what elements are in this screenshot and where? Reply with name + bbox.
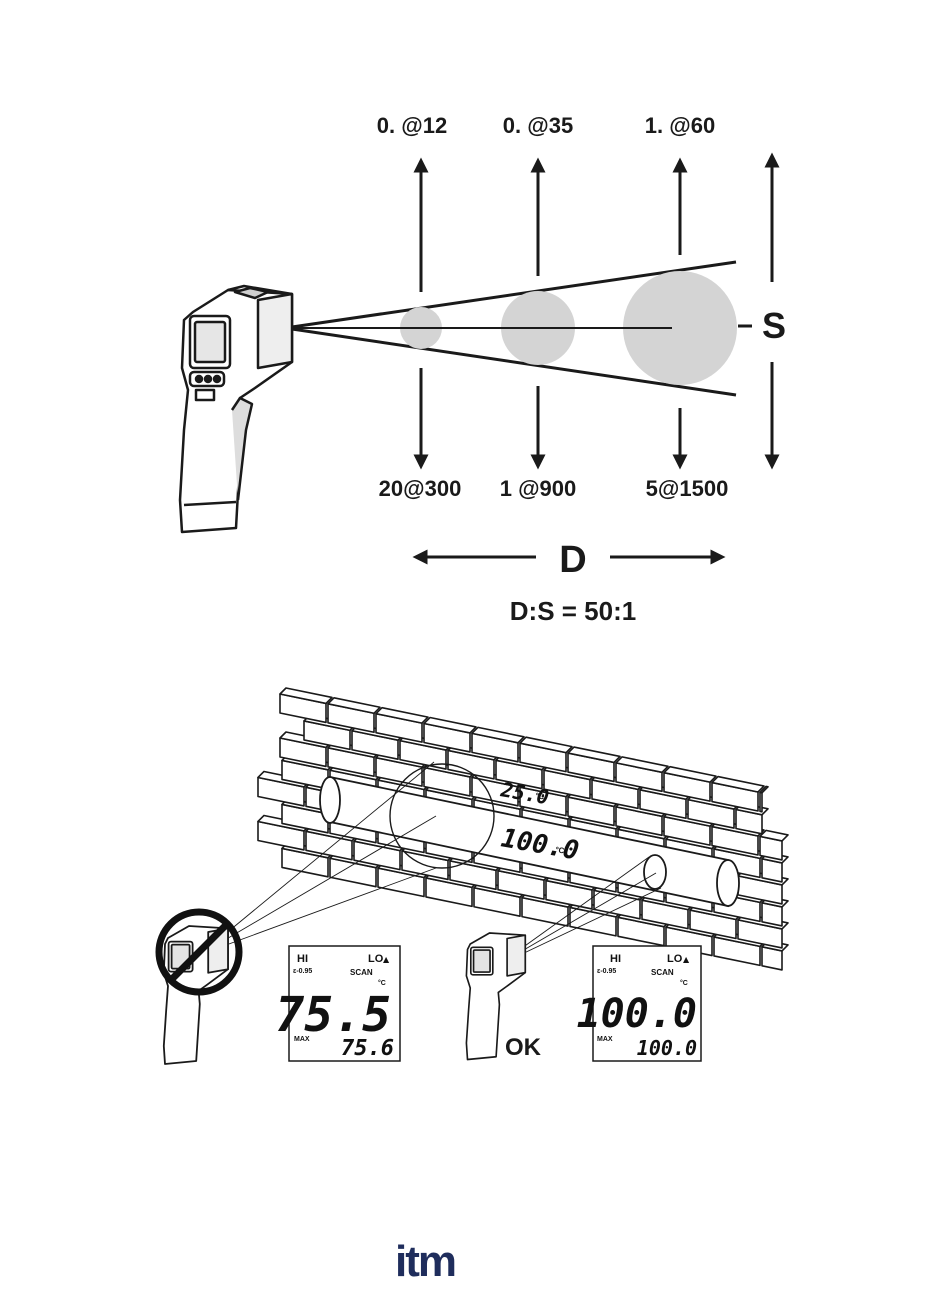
top-label-1: 0. @12 bbox=[377, 113, 447, 138]
top-label-3: 1. @60 bbox=[645, 113, 715, 138]
lcd-right-emissivity: ε-0.95 bbox=[597, 968, 616, 975]
lcd-right-unit: °C bbox=[680, 979, 688, 987]
lcd-left-max-value: 75.6 bbox=[341, 1036, 394, 1061]
spot-size-label: S bbox=[762, 305, 786, 346]
itm-logo: itm bbox=[386, 1237, 464, 1286]
lcd-left-hi: HI bbox=[297, 953, 308, 965]
lcd-left-emissivity: ε-0.95 bbox=[293, 968, 312, 975]
lcd-right-max-value: 100.0 bbox=[637, 1036, 697, 1060]
lcd-right-mode: SCAN bbox=[651, 968, 674, 977]
lcd-display-left: HI LO ▲ ε-0.95 SCAN °C 75.5 MAX 75.6 bbox=[275, 946, 400, 1061]
thermometer-illustration bbox=[180, 286, 292, 532]
beam-cone bbox=[292, 262, 737, 395]
ok-label: OK bbox=[505, 1034, 542, 1061]
bottom-label-2: 1 @900 bbox=[500, 476, 577, 501]
wall-reading-low-unit: °C bbox=[535, 791, 546, 801]
top-label-2: 0. @35 bbox=[503, 113, 573, 138]
wrong-usage-thermometer bbox=[159, 912, 239, 1064]
lcd-display-right: HI LO ▲ ε-0.95 SCAN °C 100.0 MAX 100.0 bbox=[577, 946, 701, 1061]
lcd-left-lo: LO bbox=[368, 953, 384, 965]
distance-label: D bbox=[559, 539, 586, 581]
brick bbox=[760, 792, 762, 811]
bottom-label-3: 5@1500 bbox=[646, 476, 729, 501]
lcd-right-main-value: 100.0 bbox=[577, 991, 697, 1037]
lcd-left-max-label: MAX bbox=[294, 1036, 310, 1043]
lcd-right-max-label: MAX bbox=[597, 1036, 613, 1043]
alarm-icon: ▲ bbox=[683, 955, 690, 964]
bottom-label-1: 20@300 bbox=[379, 476, 462, 501]
logo-text: itm bbox=[395, 1237, 455, 1286]
lcd-right-lo: LO bbox=[667, 953, 683, 965]
wall-scene: 25.0 °C 100.0 °C bbox=[218, 688, 788, 970]
alarm-icon: ▲ bbox=[383, 955, 390, 964]
lcd-left-main-value: 75.5 bbox=[275, 987, 391, 1043]
wall-reading-high-unit: °C bbox=[555, 845, 566, 855]
lcd-left-mode: SCAN bbox=[350, 968, 373, 977]
ratio-label: D:S = 50:1 bbox=[510, 596, 636, 626]
lcd-right-hi: HI bbox=[610, 953, 621, 965]
distance-to-spot-diagram: 0. @12 0. @35 1. @60 20@300 1 @900 5@150… bbox=[180, 113, 786, 626]
lcd-left-unit: °C bbox=[378, 979, 386, 987]
